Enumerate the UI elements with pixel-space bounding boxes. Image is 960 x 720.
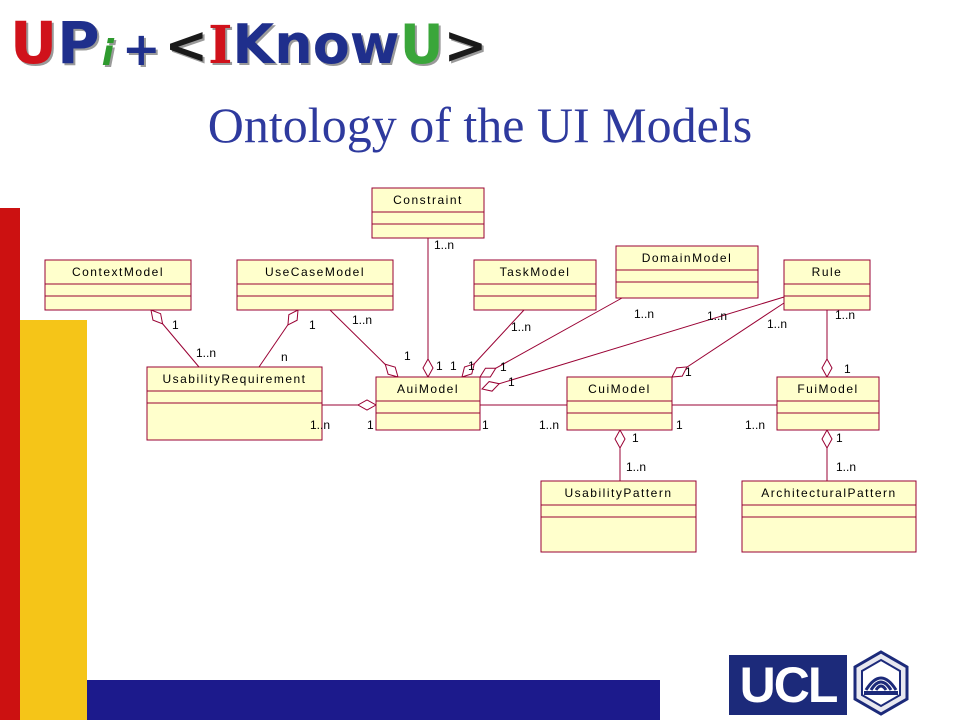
multiplicity: 1 bbox=[367, 418, 374, 432]
logo-know: Know bbox=[232, 13, 400, 76]
uml-class-task: TaskModel bbox=[473, 259, 597, 311]
multiplicity: n bbox=[281, 350, 288, 364]
multiplicity: 1..n bbox=[634, 307, 654, 321]
multiplicity: 1 bbox=[836, 431, 843, 445]
decorative-blue-bar bbox=[87, 680, 660, 720]
uml-class-aui: AuiModel bbox=[375, 376, 481, 431]
multiplicity: 1 bbox=[632, 431, 639, 445]
multiplicity: 1..n bbox=[745, 418, 765, 432]
multiplicity: 1..n bbox=[836, 460, 856, 474]
uml-class-name: FuiModel bbox=[797, 382, 858, 396]
decorative-red-bar bbox=[0, 208, 20, 720]
multiplicity: 1..n bbox=[310, 418, 330, 432]
uml-class-apattern: ArchitecturalPattern bbox=[741, 480, 917, 553]
slide-title: Ontology of the UI Models bbox=[207, 97, 753, 153]
multiplicity: 1 bbox=[404, 349, 411, 363]
multiplicity: 1 bbox=[468, 359, 475, 373]
ucl-logo: UCL bbox=[729, 655, 847, 715]
uml-class-name: Constraint bbox=[393, 193, 463, 207]
multiplicity: 1 bbox=[508, 375, 515, 389]
uml-class-domain: DomainModel bbox=[615, 245, 759, 299]
decorative-yellow-bar bbox=[20, 320, 87, 720]
multiplicity: 1 bbox=[685, 365, 692, 379]
uml-class-name: CuiModel bbox=[588, 382, 651, 396]
uml-class-rule: Rule bbox=[783, 259, 871, 311]
uml-class-name: UsabilityPattern bbox=[564, 486, 672, 500]
uml-class-upattern: UsabilityPattern bbox=[540, 480, 697, 553]
upi-iknowu-logo: U P i + < I Know U > bbox=[10, 6, 487, 72]
uml-class-context: ContextModel bbox=[44, 259, 192, 311]
uml-class-fui: FuiModel bbox=[776, 376, 880, 431]
logo-letter-u: U bbox=[10, 9, 58, 77]
multiplicity: 1 bbox=[500, 360, 507, 374]
uml-class-name: TaskModel bbox=[500, 265, 571, 279]
multiplicity: 1 bbox=[844, 362, 851, 376]
uml-class-usecase: UseCaseModel bbox=[236, 259, 394, 311]
multiplicity: 1..n bbox=[434, 238, 454, 252]
uml-class-name: AuiModel bbox=[397, 382, 459, 396]
logo-letter-p: P bbox=[57, 9, 100, 77]
multiplicity: 1 bbox=[436, 359, 443, 373]
uml-class-name: DomainModel bbox=[642, 251, 733, 265]
multiplicity: 1 bbox=[482, 418, 489, 432]
logo-letter-i: i bbox=[101, 33, 114, 74]
uml-class-name: ArchitecturalPattern bbox=[761, 486, 896, 500]
multiplicity: 1 bbox=[309, 318, 316, 332]
uml-class-name: UseCaseModel bbox=[265, 265, 365, 279]
uml-class-name: ContextModel bbox=[72, 265, 164, 279]
logo-cap-i: I bbox=[208, 15, 233, 76]
logo-plus: + bbox=[121, 22, 161, 76]
logo-lt: < bbox=[164, 16, 209, 76]
uml-class-cui: CuiModel bbox=[566, 376, 673, 431]
ucl-emblem-icon bbox=[853, 650, 909, 716]
multiplicity: 1 bbox=[450, 359, 457, 373]
multiplicity: 1..n bbox=[196, 346, 216, 360]
logo-letter-u2: U bbox=[399, 13, 444, 76]
multiplicity: 1 bbox=[676, 418, 683, 432]
uml-class-name: UsabilityRequirement bbox=[162, 372, 306, 386]
multiplicity: 1..n bbox=[511, 320, 531, 334]
uml-class-usability: UsabilityRequirement bbox=[146, 366, 323, 441]
uml-class-constraint: Constraint bbox=[371, 187, 485, 239]
uml-class-name: Rule bbox=[812, 265, 843, 279]
multiplicity: 1..n bbox=[767, 317, 787, 331]
multiplicity: 1..n bbox=[539, 418, 559, 432]
multiplicity: 1..n bbox=[626, 460, 646, 474]
multiplicity: 1..n bbox=[352, 313, 372, 327]
multiplicity-labels: 1..n 1 1..n 1 n 1..n 1 1 1 1 1 1 1..n 1.… bbox=[172, 238, 856, 474]
logo-gt: > bbox=[443, 16, 488, 76]
multiplicity: 1 bbox=[172, 318, 179, 332]
multiplicity: 1..n bbox=[707, 309, 727, 323]
multiplicity: 1..n bbox=[835, 308, 855, 322]
